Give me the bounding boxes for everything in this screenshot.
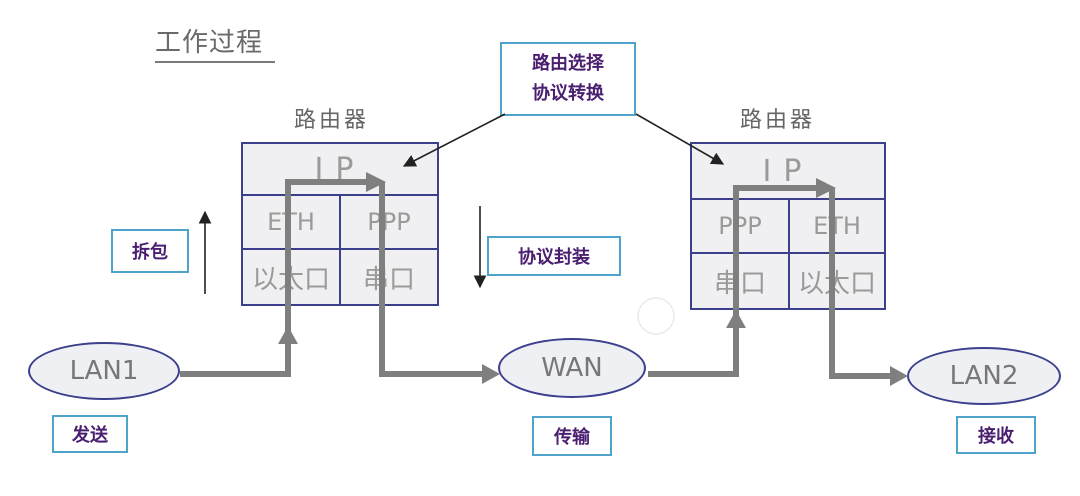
faint-circle — [637, 297, 675, 335]
arrowhead-wan — [482, 364, 500, 384]
encapsulation-note: 协议封装 — [487, 236, 621, 276]
transmit-note: 传输 — [532, 416, 612, 456]
flow-router2-up-to-ip — [733, 185, 818, 326]
arrowhead-lan2 — [890, 366, 908, 386]
router-1-label: 路由器 — [294, 108, 370, 133]
arrowhead-router2-up — [726, 310, 746, 328]
flow-router1-down-to-wan — [379, 182, 484, 377]
arrowhead-router1-up — [278, 326, 298, 344]
router-2-right-protocol: ETH — [788, 198, 886, 254]
router-2-left-protocol: PPP — [690, 198, 790, 254]
routing-note-line-1: 路由选择 — [532, 53, 604, 74]
flow-router1-up-to-ip — [285, 179, 366, 342]
routing-note-line-2: 协议转换 — [532, 83, 604, 104]
lan2-ellipse: LAN2 — [907, 347, 1061, 405]
note-to-router2-arrow — [635, 113, 725, 165]
wan-ellipse: WAN — [498, 338, 646, 398]
send-note: 发送 — [52, 415, 128, 453]
receive-note: 接收 — [956, 416, 1036, 454]
router-2-left-port: 串口 — [690, 252, 790, 310]
flow-lan1-to-router1 — [180, 342, 291, 377]
router-1-right-protocol: PPP — [339, 194, 439, 250]
flow-router2-down-to-lan2 — [829, 188, 892, 379]
arrowhead-router1-ip — [366, 172, 386, 192]
note-to-router1-arrow — [402, 113, 506, 167]
router-2-right-port: 以太口 — [788, 252, 886, 310]
lan1-ellipse: LAN1 — [28, 342, 180, 400]
router-1-right-port: 串口 — [339, 248, 439, 306]
flow-wan-to-router2 — [648, 326, 739, 377]
unpack-note: 拆包 — [111, 229, 189, 273]
routing-conversion-note: 路由选择 协议转换 — [500, 42, 636, 116]
title-underline — [155, 61, 275, 63]
diagram-title: 工作过程 — [155, 28, 264, 58]
arrowhead-router2-ip — [816, 178, 836, 198]
router-2-label: 路由器 — [740, 108, 816, 133]
